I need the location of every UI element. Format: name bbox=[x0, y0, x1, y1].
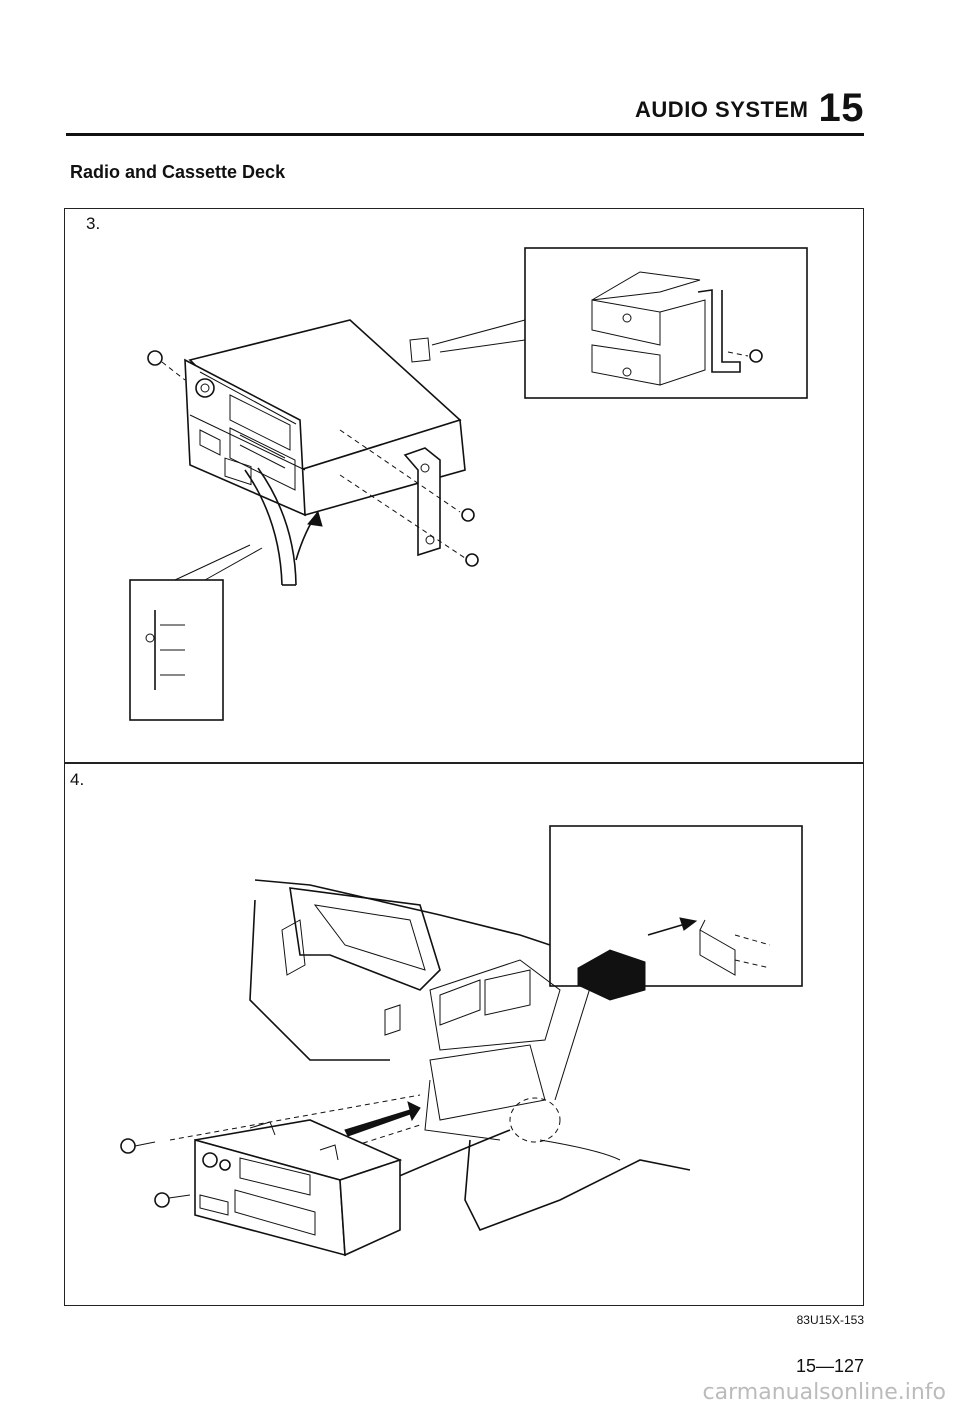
insertion-arrow bbox=[344, 1101, 421, 1137]
section-title: Radio and Cassette Deck bbox=[70, 162, 286, 182]
radio-unit-step4 bbox=[194, 1119, 403, 1257]
clip-detail-inset bbox=[549, 825, 803, 1001]
watermark: carmanualsonline.info bbox=[702, 1380, 946, 1405]
step-4-label: 4. bbox=[70, 770, 85, 789]
figure-divider bbox=[64, 762, 864, 764]
page-header: AUDIO SYSTEM 15 bbox=[635, 86, 864, 131]
page-number: 15—127 bbox=[795, 1356, 864, 1376]
header-rule bbox=[66, 133, 864, 136]
header-title: AUDIO SYSTEM bbox=[635, 97, 809, 122]
mounting-bracket bbox=[403, 447, 441, 557]
screw-icon bbox=[120, 1138, 136, 1154]
removal-tool bbox=[244, 469, 283, 586]
tool-detail-inset bbox=[129, 579, 224, 721]
screws bbox=[147, 350, 479, 567]
figure-code: 83U15X-153 bbox=[796, 1313, 864, 1327]
section-number: 15 bbox=[818, 86, 864, 130]
dashboard bbox=[249, 879, 691, 1232]
figure-frame bbox=[64, 208, 864, 1306]
radio-unit bbox=[184, 319, 466, 517]
screw-icon bbox=[154, 1192, 170, 1208]
step-3-label: 3. bbox=[86, 214, 101, 233]
bracket-detail-inset bbox=[524, 247, 808, 399]
